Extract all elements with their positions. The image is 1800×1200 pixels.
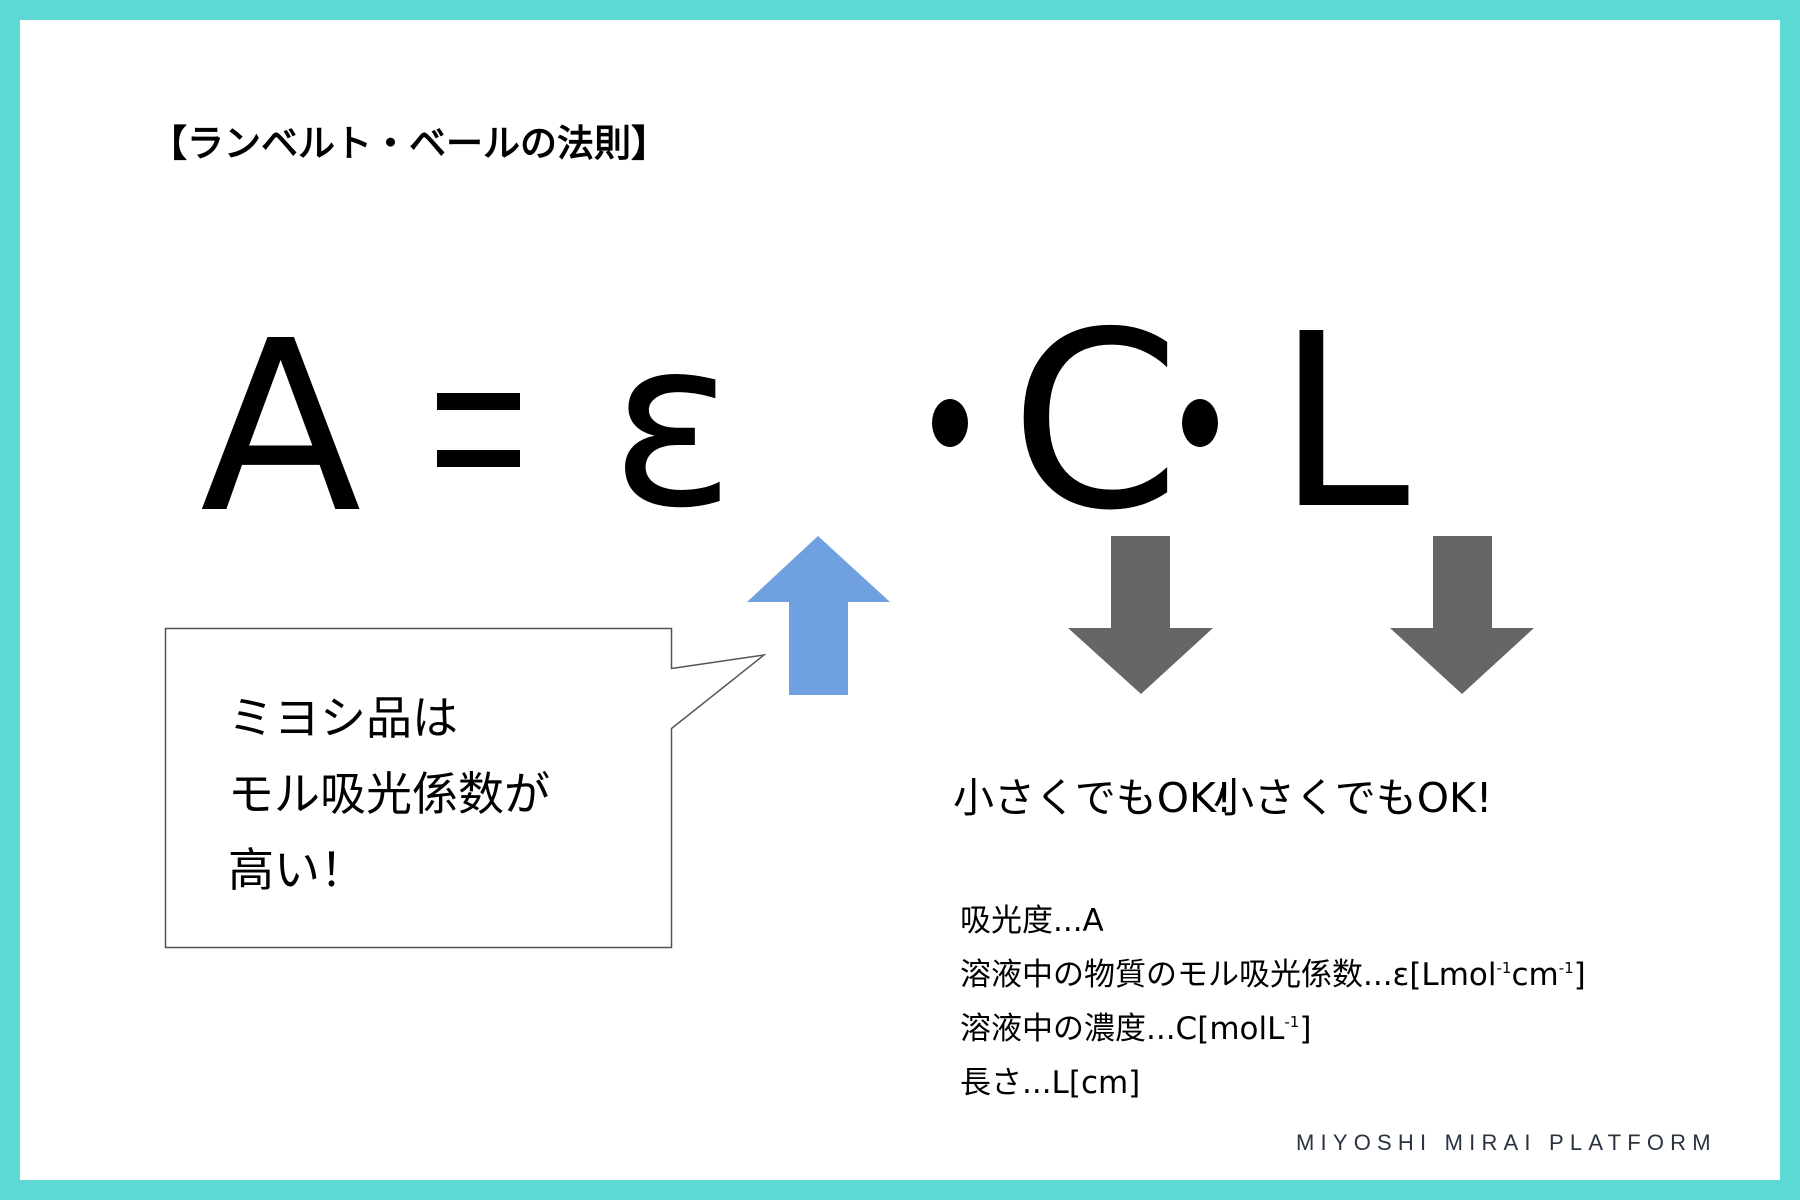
- callout-line-1: ミヨシ品は: [228, 691, 458, 745]
- arrow-down-icon: [1390, 536, 1534, 694]
- equals-sign: [437, 393, 520, 467]
- variable-legend: 吸光度...A 溶液中の物質のモル吸光係数...ε[Lmol-1cm-1] 溶液…: [960, 894, 1586, 1110]
- equation-concentration: C: [1010, 280, 1181, 564]
- legend-item-absorbance: 吸光度...A: [960, 903, 1104, 939]
- slide: 【ランベルト・ベールの法則】 A ε C L ミヨシ品は モル吸光係数が 高い！…: [20, 20, 1780, 1180]
- callout-text: ミヨシ品は モル吸光係数が 高い！: [228, 680, 550, 908]
- concentration-note: 小さくでもOK!: [953, 774, 1233, 822]
- length-note: 小さくでもOK!: [1213, 774, 1493, 822]
- legend-item-length: 長さ...L[cm]: [960, 1065, 1141, 1101]
- equation-absorbance: A: [200, 290, 362, 565]
- equation-epsilon: ε: [610, 289, 736, 559]
- legend-item-molar-absorptivity: 溶液中の物質のモル吸光係数...ε[Lmol-1cm-1]: [960, 957, 1586, 993]
- legend-item-concentration: 溶液中の濃度...C[molL-1]: [960, 1011, 1312, 1047]
- multiply-dot-1: [932, 399, 968, 447]
- diagram-shapes: [164, 393, 1534, 949]
- arrow-up-icon: [747, 536, 890, 695]
- callout-bubble: [164, 627, 767, 949]
- arrow-down-icon: [1068, 536, 1213, 694]
- equation-length: L: [1276, 282, 1410, 562]
- multiply-dot-2: [1182, 399, 1218, 447]
- callout-line-2: モル吸光係数が: [228, 767, 550, 821]
- slide-title: 【ランベルト・ベールの法則】: [150, 122, 668, 165]
- footer-brand: MIYOSHI MIRAI PLATFORM: [1296, 1130, 1717, 1155]
- callout-line-3: 高い！: [228, 843, 366, 897]
